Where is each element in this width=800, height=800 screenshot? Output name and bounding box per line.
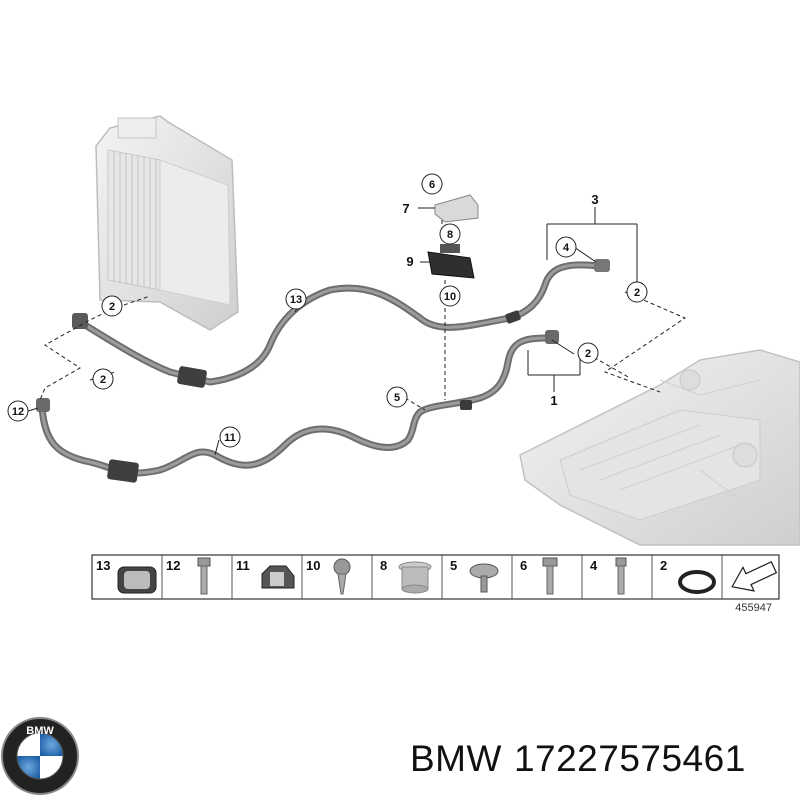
caption-brand: BMW [410,738,502,779]
strip-item-10: 10 [306,558,351,595]
callout-6: 6 [421,173,443,195]
direction-arrow-icon [731,561,778,592]
svg-text:6: 6 [429,179,435,191]
oil-cooler [95,115,239,331]
callout-1: 1 [550,393,557,408]
svg-text:2: 2 [634,287,640,299]
bracket-assembly [427,194,479,279]
svg-text:12: 12 [166,558,180,573]
strip-item-8: 8 [380,558,432,594]
strip-item-5: 5 [450,558,499,593]
strip-item-4: 4 [590,557,627,595]
callout-8: 8 [439,223,461,245]
svg-text:8: 8 [380,558,387,573]
svg-text:8: 8 [447,229,453,241]
callout-9: 9 [406,254,413,269]
svg-text:2: 2 [100,374,106,386]
callout-2-upper-right: 2 [626,281,648,303]
svg-text:6: 6 [520,558,527,573]
svg-text:2: 2 [109,301,115,313]
oil-pan [519,349,800,546]
svg-text:2: 2 [660,558,667,573]
svg-text:5: 5 [394,392,400,404]
strip-item-2: 2 [660,558,716,594]
svg-text:10: 10 [444,291,456,303]
svg-text:12: 12 [12,406,24,418]
svg-text:4: 4 [590,558,598,573]
callout-7: 7 [402,201,409,216]
callout-3: 3 [591,192,598,207]
caption-part-number: 17227575461 [513,738,746,779]
svg-text:4: 4 [563,242,570,254]
bmw-logo: BMW [1,717,79,795]
callout-11: 11 [219,426,241,448]
callout-5: 5 [386,386,408,408]
strip-item-12: 12 [166,557,211,595]
svg-text:11: 11 [224,432,236,444]
callout-4: 4 [555,236,577,258]
parts-strip: 13 12 11 10 8 5 [91,554,780,600]
svg-text:10: 10 [306,558,320,573]
strip-item-13: 13 [96,558,157,594]
callout-10: 10 [439,285,461,307]
part-caption: BMW 17227575461 [410,738,790,786]
callout-2-lower-right: 2 [577,342,599,364]
svg-text:11: 11 [236,558,250,573]
callout-2-cooler: 2 [101,295,123,317]
reference-number: 455947 [735,602,772,614]
callout-13: 13 [285,288,307,310]
strip-item-6: 6 [520,557,558,595]
svg-text:BMW: BMW [26,725,54,737]
lower-oil-line [36,330,559,483]
callout-12: 12 [7,400,29,422]
svg-text:13: 13 [96,558,110,573]
callout-2-lower-left: 2 [92,368,114,390]
upper-oil-line [72,259,610,388]
svg-text:2: 2 [585,348,591,360]
strip-item-11: 11 [236,558,295,589]
svg-text:13: 13 [290,294,302,306]
svg-text:5: 5 [450,558,457,573]
